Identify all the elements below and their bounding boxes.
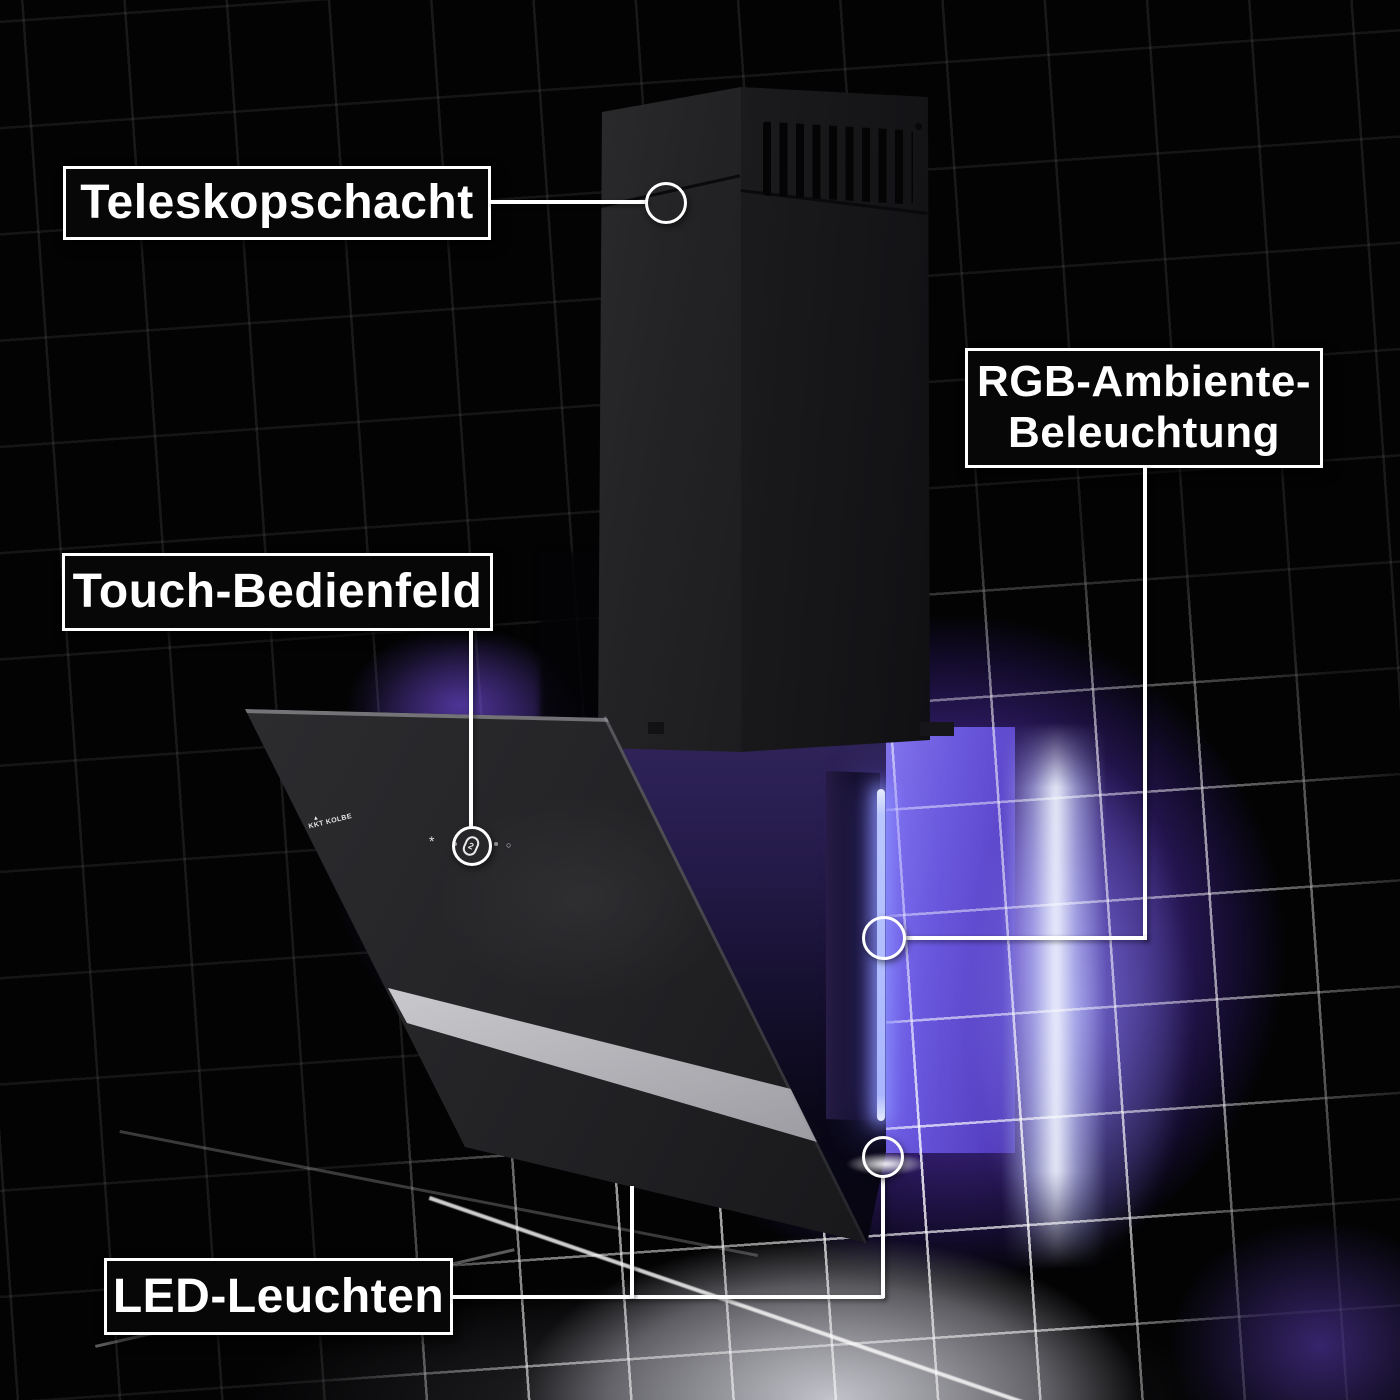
fan-icon: * [429,833,435,849]
callout-label-led-text: LED-Leuchten [112,1269,445,1323]
callout-label-rgb-line2: Beleuchtung [1008,408,1280,457]
callout-label-teleskopschacht-text: Teleskopschacht [80,176,474,230]
vent-grille [763,121,913,205]
callout-label-led: LED-Leuchten [104,1258,453,1335]
touch-dot-right [494,842,498,846]
callout-line-led-branch-left [630,1186,634,1298]
mount-bracket-left [648,722,664,734]
brand-logo: ▲ KKT KOLBE [307,800,388,831]
callout-line-rgb-vertical [1143,466,1147,940]
callout-label-touch-text: Touch-Bedienfeld [72,565,483,619]
light-beam [1002,722,1106,1270]
callout-line-teleskopschacht [489,200,647,204]
mount-bracket-right [920,722,954,736]
callout-line-led-horizontal [451,1295,884,1299]
callout-circle-touch [452,826,492,866]
callout-circle-teleskopschacht [645,182,687,224]
callout-circle-led [862,1136,904,1178]
callout-circle-rgb [862,916,906,960]
callout-line-touch [469,629,473,827]
callout-line-led-branch-right [881,1176,885,1298]
callout-label-rgb: RGB-Ambiente- Beleuchtung [965,348,1323,468]
purple-glow-corner [1120,1180,1400,1400]
callout-label-teleskopschacht: Teleskopschacht [63,166,491,240]
vent-hole [915,123,922,130]
light-icon: ○ [506,840,512,850]
callout-label-touch: Touch-Bedienfeld [62,553,493,631]
callout-label-rgb-line1: RGB-Ambiente- [976,357,1312,407]
callout-line-rgb-horizontal [903,936,1147,940]
